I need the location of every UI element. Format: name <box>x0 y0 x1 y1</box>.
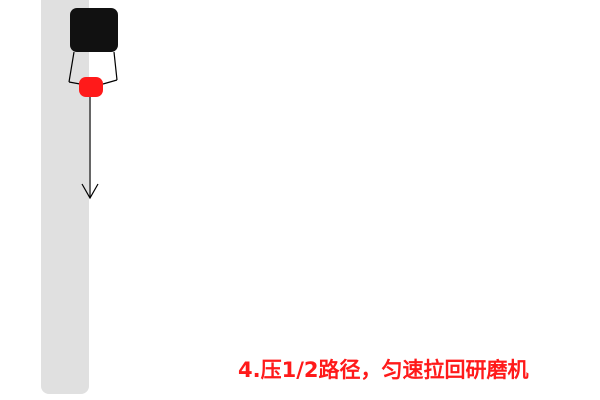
tool-tip <box>79 77 103 97</box>
step-caption: 4.压1/2路径，匀速拉回研磨机 <box>238 358 529 382</box>
connector-right-line <box>113 51 118 81</box>
connector-left-foot-line <box>68 81 81 85</box>
connector-left-line <box>68 51 75 83</box>
tool-head <box>70 8 118 52</box>
connector-right-foot-line <box>102 79 118 85</box>
grinding-track <box>41 0 89 394</box>
down-arrow-icon <box>81 97 99 200</box>
